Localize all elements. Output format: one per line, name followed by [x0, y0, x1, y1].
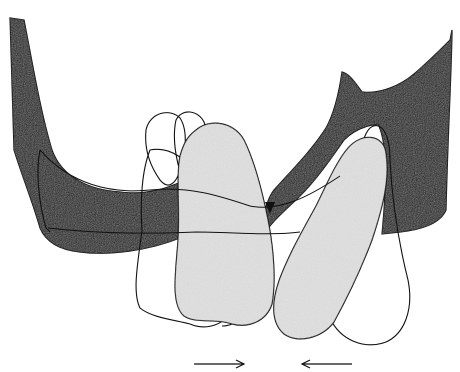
bone-left-region-texture — [10, 18, 197, 253]
left-arrow — [194, 360, 244, 368]
right-tilted-tooth-texture — [274, 137, 387, 339]
shaded-teeth — [175, 123, 387, 339]
right-arrow — [302, 360, 352, 368]
central-tooth-texture — [175, 123, 274, 325]
